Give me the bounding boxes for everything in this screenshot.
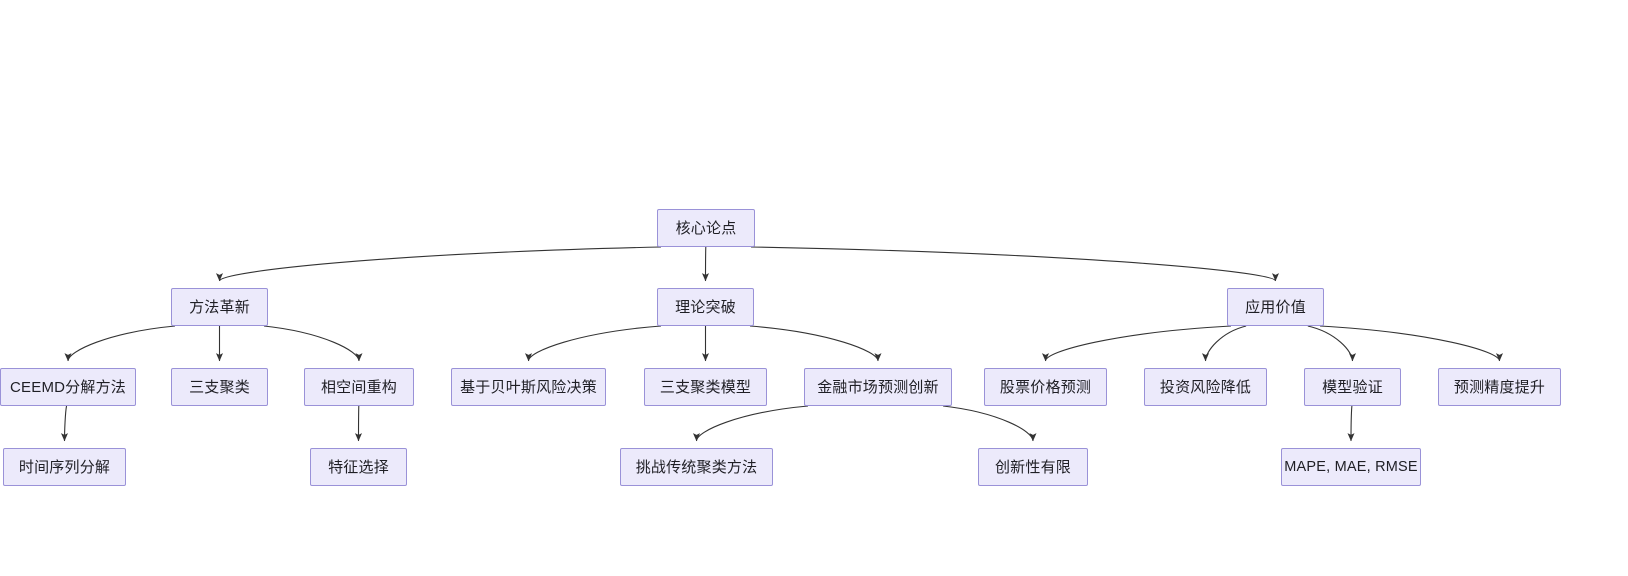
diagram-node-l3c[interactable]: 挑战传统聚类方法 <box>620 448 773 486</box>
diagram-node-l1c[interactable]: 应用价值 <box>1227 288 1324 326</box>
diagram-node-label: 特征选择 <box>328 458 389 476</box>
diagram-node-l1a[interactable]: 方法革新 <box>171 288 268 326</box>
diagram-node-label: 基于贝叶斯风险决策 <box>460 378 597 396</box>
diagram-edge-l1b-to-l2b1 <box>525 325 662 362</box>
diagram-node-label: 方法革新 <box>189 298 250 316</box>
diagram-node-label: 三支聚类模型 <box>659 378 752 396</box>
diagram-node-l2b2[interactable]: 三支聚类模型 <box>644 368 767 406</box>
diagram-node-label: 相空间重构 <box>320 378 397 396</box>
diagram-node-l2c4[interactable]: 预测精度提升 <box>1438 368 1561 406</box>
diagram-node-l2a1[interactable]: CEEMD分解方法 <box>0 368 136 406</box>
diagram-node-l2b3[interactable]: 金融市场预测创新 <box>804 368 952 406</box>
diagram-node-l3e[interactable]: MAPE, MAE, RMSE <box>1281 448 1421 486</box>
diagram-node-l3a[interactable]: 时间序列分解 <box>3 448 126 486</box>
diagram-edge-l2b3-to-l3d <box>943 405 1037 442</box>
diagram-node-label: CEEMD分解方法 <box>10 378 126 396</box>
diagram-node-label: 模型验证 <box>1322 378 1383 396</box>
diagram-edge-root-to-l1a <box>216 246 662 282</box>
diagram-node-l2c3[interactable]: 模型验证 <box>1304 368 1401 406</box>
diagram-node-label: 理论突破 <box>675 298 736 316</box>
diagram-node-label: 创新性有限 <box>994 458 1071 476</box>
diagram-edge-root-to-l1c <box>750 246 1279 282</box>
diagram-node-l2c1[interactable]: 股票价格预测 <box>984 368 1107 406</box>
diagram-node-l3b[interactable]: 特征选择 <box>310 448 407 486</box>
diagram-node-l2a3[interactable]: 相空间重构 <box>304 368 414 406</box>
diagram-edge-l2a1-to-l3a <box>60 405 69 442</box>
diagram-node-l3d[interactable]: 创新性有限 <box>978 448 1088 486</box>
diagram-node-label: 投资风险降低 <box>1159 378 1252 396</box>
diagram-edge-l1b-to-l2b3 <box>749 325 882 362</box>
diagram-node-label: MAPE, MAE, RMSE <box>1284 458 1418 475</box>
diagram-node-l1b[interactable]: 理论突破 <box>657 288 754 326</box>
diagram-edge-l2c3-to-l3e <box>1347 405 1355 442</box>
diagram-node-label: 时间序列分解 <box>18 458 111 476</box>
diagram-node-label: 三支聚类 <box>189 378 250 396</box>
diagram-node-label: 预测精度提升 <box>1453 378 1546 396</box>
diagram-node-root[interactable]: 核心论点 <box>657 209 755 247</box>
diagram-node-label: 应用价值 <box>1245 298 1306 316</box>
diagram-node-label: 金融市场预测创新 <box>817 378 939 396</box>
diagram-edge-l1c-to-l2c3 <box>1307 325 1357 362</box>
edge-paths <box>60 246 1503 442</box>
diagram-node-l2c2[interactable]: 投资风险降低 <box>1144 368 1267 406</box>
diagram-node-l2a2[interactable]: 三支聚类 <box>171 368 268 406</box>
diagram-edge-l1a-to-l2a1 <box>64 325 176 362</box>
diagram-edge-l2b3-to-l3c <box>693 405 809 442</box>
diagram-edge-l1c-to-l2c4 <box>1319 325 1503 362</box>
diagram-edge-l1a-to-l2a3 <box>263 325 363 362</box>
diagram-edge-l1c-to-l2c2 <box>1201 325 1247 362</box>
diagram-node-label: 股票价格预测 <box>999 378 1092 396</box>
diagram-node-l2b1[interactable]: 基于贝叶斯风险决策 <box>451 368 606 406</box>
diagram-node-label: 挑战传统聚类方法 <box>635 458 758 476</box>
diagram-edge-l1c-to-l2c1 <box>1042 325 1232 362</box>
diagram-node-label: 核心论点 <box>675 219 737 237</box>
